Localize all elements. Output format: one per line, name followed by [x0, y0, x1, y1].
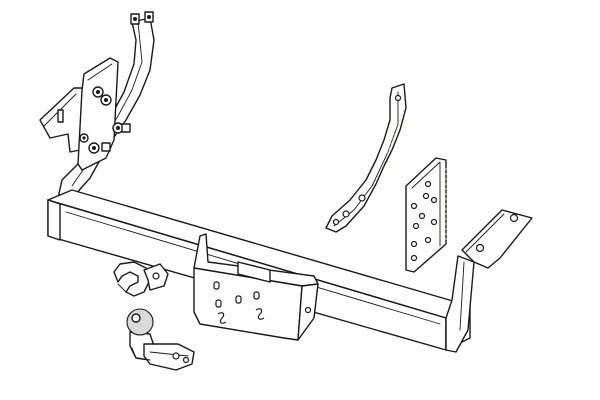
right-end-bracket [445, 209, 533, 353]
side-mounting-plate [405, 157, 447, 273]
tow-ball [126, 308, 195, 371]
left-mounting-bracket [39, 11, 155, 199]
side-support-bracket [325, 83, 407, 233]
center-receiver-plate [193, 233, 319, 341]
socket-mounting-bracket [113, 261, 169, 297]
